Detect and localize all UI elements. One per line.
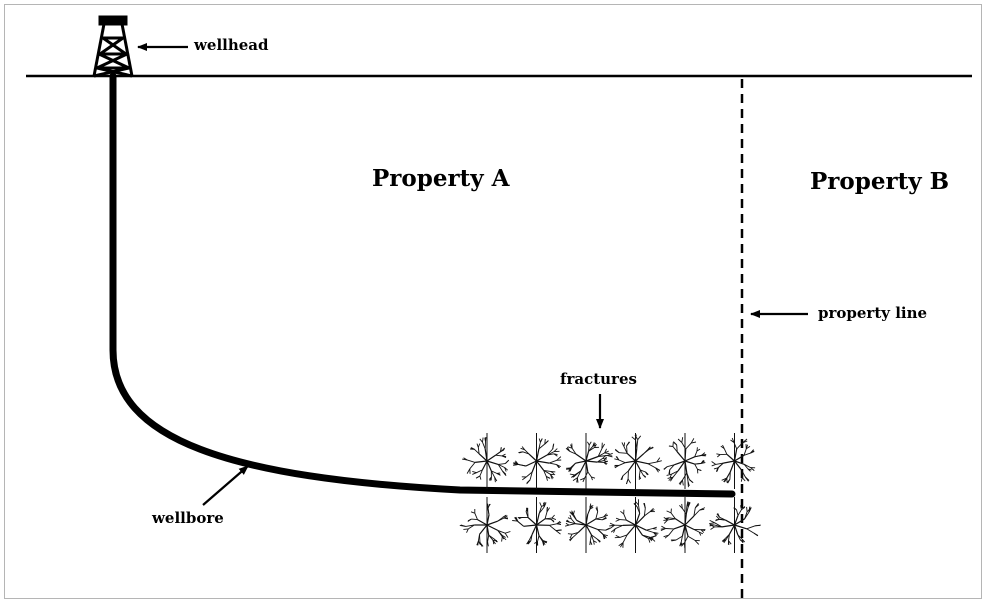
- wellbore-path: [109, 72, 736, 498]
- property-b-label: Property B: [810, 168, 950, 195]
- fractures-label: fractures: [560, 370, 637, 388]
- fracture-cluster: [614, 433, 662, 489]
- wellbore-label: wellbore: [152, 509, 224, 527]
- wellbore-arrow: [202, 465, 249, 506]
- figure-frame: [4, 4, 982, 599]
- fracture-cluster: [564, 497, 611, 553]
- fracture-cluster: [660, 497, 706, 553]
- fracture-cluster: [512, 433, 562, 489]
- derrick-icon: [92, 15, 134, 78]
- fracture-cluster: [711, 433, 756, 489]
- fracture-cluster: [609, 497, 659, 553]
- fracture-cluster: [565, 433, 613, 489]
- wellhead-label: wellhead: [194, 36, 269, 54]
- fracture-clusters: [459, 433, 761, 553]
- fracture-cluster: [663, 433, 707, 489]
- fracture-cluster: [462, 433, 510, 489]
- fracture-cluster: [512, 497, 562, 553]
- property-a-label: Property A: [372, 165, 510, 192]
- fracture-cluster: [459, 497, 511, 553]
- property-line-label: property line: [818, 304, 928, 322]
- fracture-cluster: [709, 497, 761, 553]
